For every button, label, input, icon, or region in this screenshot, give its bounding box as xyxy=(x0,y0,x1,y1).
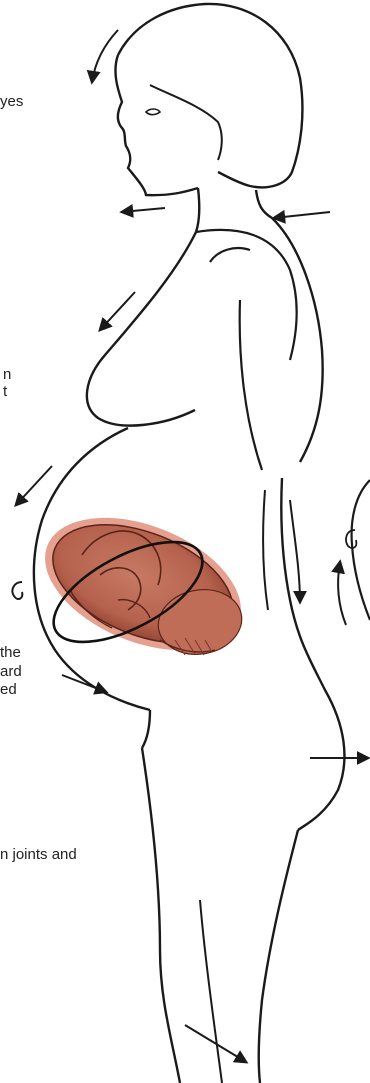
breast-outline xyxy=(87,232,196,426)
hairline xyxy=(150,85,222,160)
eye xyxy=(146,109,160,115)
arrow-chin xyxy=(122,208,165,212)
neck-back xyxy=(256,190,272,218)
leg-inner xyxy=(200,900,222,1083)
arrow-back-down xyxy=(290,500,300,602)
head-outline xyxy=(118,4,302,187)
arrow-belly-upper xyxy=(16,466,52,505)
navel xyxy=(12,582,22,599)
fetus-illustration xyxy=(26,492,260,677)
arrow-back-up xyxy=(338,562,346,625)
arm-lower xyxy=(240,300,262,470)
arm-inner xyxy=(210,248,250,262)
lower-back xyxy=(281,478,344,830)
groin-outline xyxy=(142,710,150,748)
leg-front xyxy=(142,748,180,1083)
inner-back-line xyxy=(263,490,268,610)
face-profile xyxy=(115,55,198,195)
arrow-head-back xyxy=(92,30,118,82)
arrow-belly-lower xyxy=(62,675,106,692)
arrow-neck xyxy=(274,212,330,218)
second-figure-belly xyxy=(352,480,370,620)
leg-back xyxy=(259,830,298,1083)
neck-front xyxy=(196,188,199,232)
